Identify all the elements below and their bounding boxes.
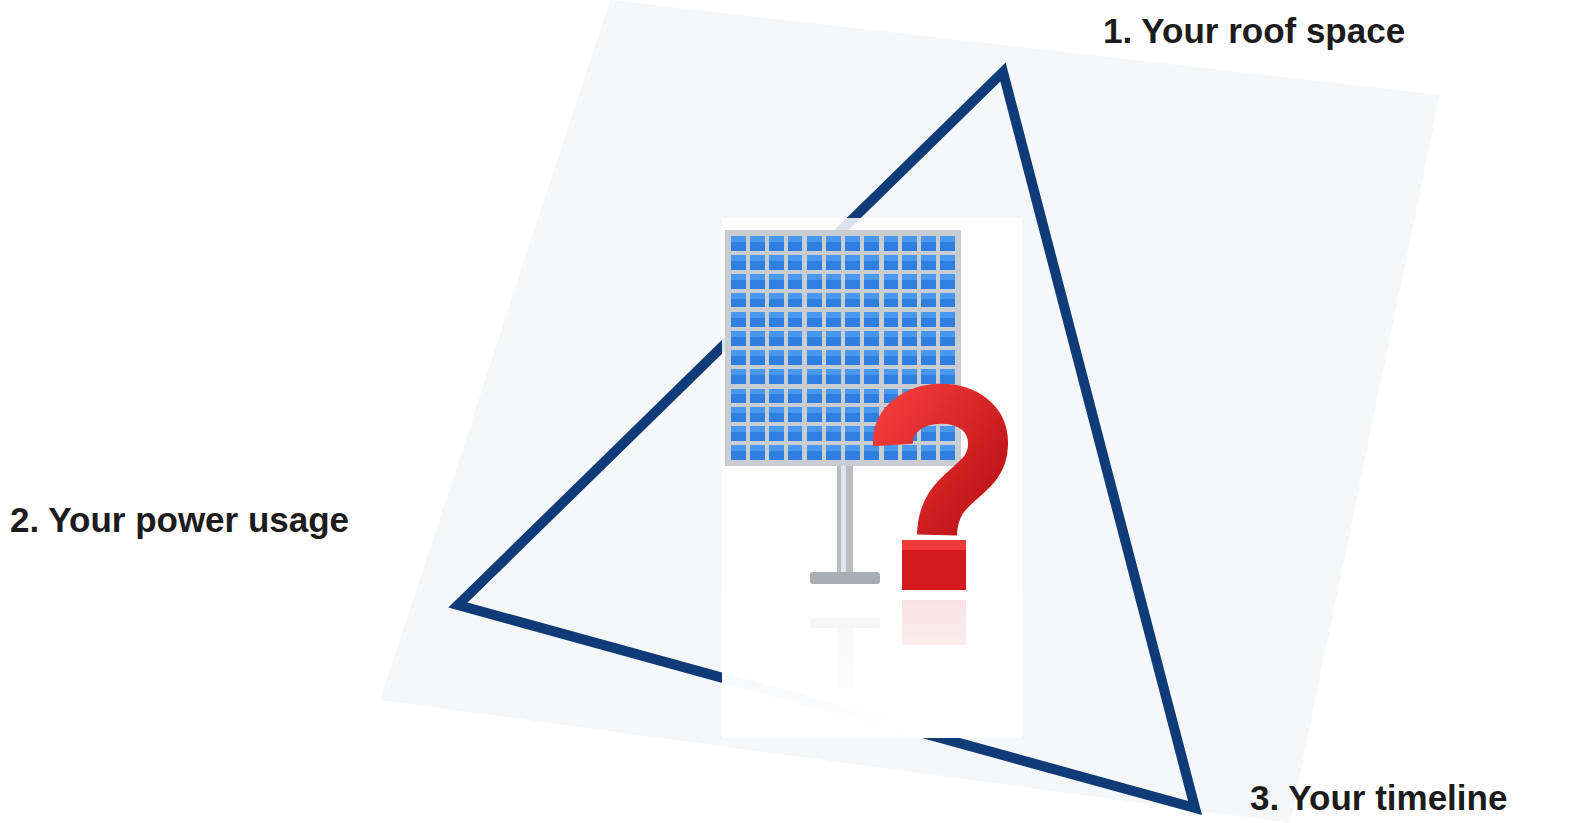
panel-cell (806, 233, 880, 307)
panel-frame (725, 230, 961, 466)
pole-base (810, 572, 880, 584)
image-backdrop (722, 218, 1022, 738)
panel-cell (884, 311, 958, 385)
panel-cell (728, 389, 802, 463)
panel-cell (884, 233, 958, 307)
corner-label: 3. Your timeline (1250, 779, 1507, 818)
question-curve (893, 404, 988, 535)
pole-highlight (841, 466, 846, 576)
question-mark (722, 404, 1022, 738)
corner-label: 1. Your roof space (1103, 12, 1405, 51)
reflection-fade (722, 598, 1022, 738)
triangle-outline (458, 72, 1195, 808)
panel-cell (728, 311, 802, 385)
corner-label: 2. Your power usage (10, 501, 349, 540)
panel-pole (837, 466, 853, 576)
question-dot (902, 540, 966, 590)
background-sheet (380, 0, 1440, 823)
panel-cell (806, 389, 880, 463)
panel-cell (728, 233, 802, 307)
question-dot-top (902, 540, 966, 550)
panel-cell (806, 311, 880, 385)
